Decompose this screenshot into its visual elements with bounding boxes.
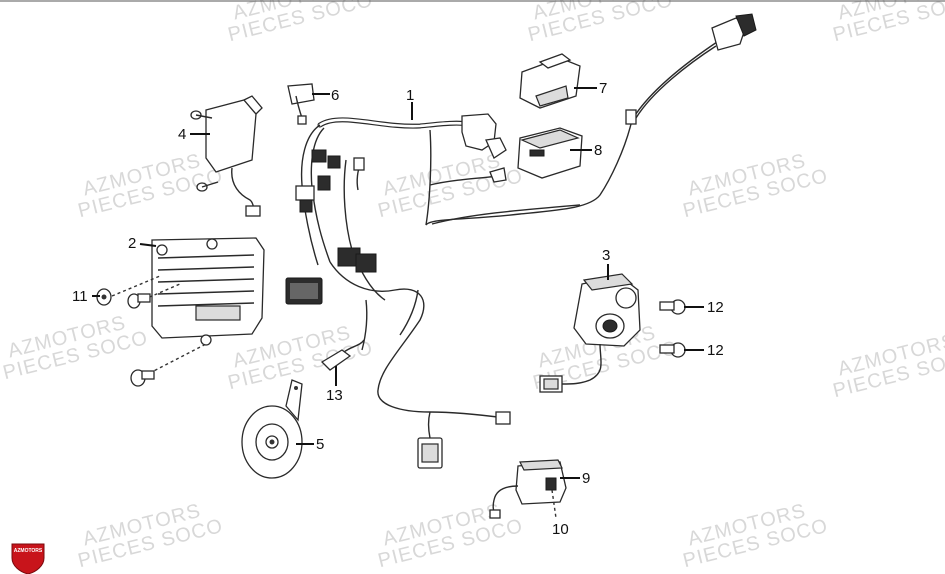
handlebar-switch [539, 273, 641, 393]
remote-switch [489, 459, 567, 519]
callout-12-lower: 12 [707, 342, 724, 359]
callout-7: 7 [599, 80, 607, 97]
callout-layer: 1 2 3 4 5 6 7 8 9 10 11 12 12 13 [72, 80, 724, 538]
callout-10: 10 [552, 521, 569, 538]
switch-screws [659, 299, 686, 358]
horn [241, 379, 303, 479]
relay-module [190, 95, 263, 217]
callout-4: 4 [178, 126, 186, 143]
callout-2: 2 [128, 235, 136, 252]
temperature-sensor [320, 339, 365, 371]
callout-9: 9 [582, 470, 590, 487]
callout-11: 11 [72, 288, 88, 305]
callout-8: 8 [594, 142, 602, 159]
callout-13: 13 [326, 387, 343, 404]
small-sensor [287, 83, 315, 125]
callout-3: 3 [602, 247, 610, 264]
callout-5: 5 [316, 436, 324, 453]
callout-6: 6 [331, 87, 339, 104]
callout-1: 1 [406, 87, 414, 104]
wiring-harness [285, 13, 757, 469]
brand-logo: AZMOTORS [11, 543, 45, 574]
callout-12-upper: 12 [707, 299, 724, 316]
relay-cube [519, 53, 581, 109]
ecu-control-unit [151, 237, 265, 346]
module-box [517, 127, 583, 179]
ecu-screws [96, 275, 207, 387]
logo-text: AZMOTORS [14, 548, 43, 554]
